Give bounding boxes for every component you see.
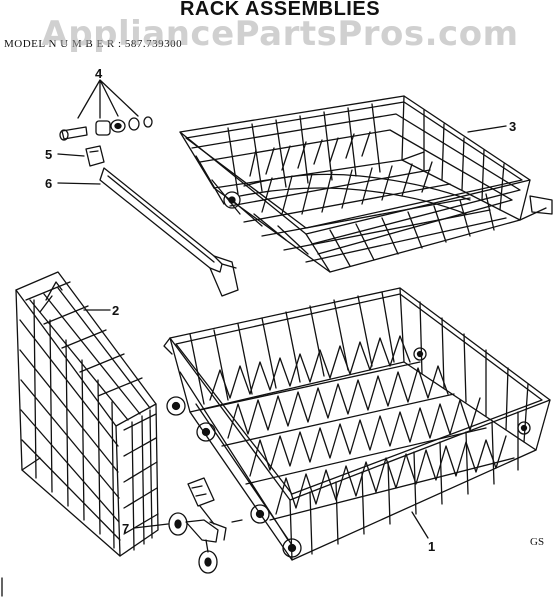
callout-5: 5 [45,147,52,162]
callout-7: 7 [122,521,129,536]
diagram-title: RACK ASSEMBLIES [179,0,381,20]
part-1-lower-rack [163,287,551,561]
part-4-hardware [59,79,153,141]
model-number-label: MODEL N U M B E R : 587.739300 [4,38,183,50]
part-6-slide-rail [57,167,239,297]
part-2-silverware-basket [15,271,159,557]
part-5-clip [57,145,105,167]
callout-6: 6 [45,176,52,191]
leader-3 [467,125,507,133]
callout-2: 2 [112,303,119,318]
callout-1: 1 [428,539,435,554]
part-3-upper-rack [179,95,553,273]
callout-3: 3 [509,119,516,134]
callout-4: 4 [95,66,103,81]
diagram-code: GS [530,536,545,548]
leader-1 [411,511,429,539]
part-7-wheel-assembly [133,477,243,574]
